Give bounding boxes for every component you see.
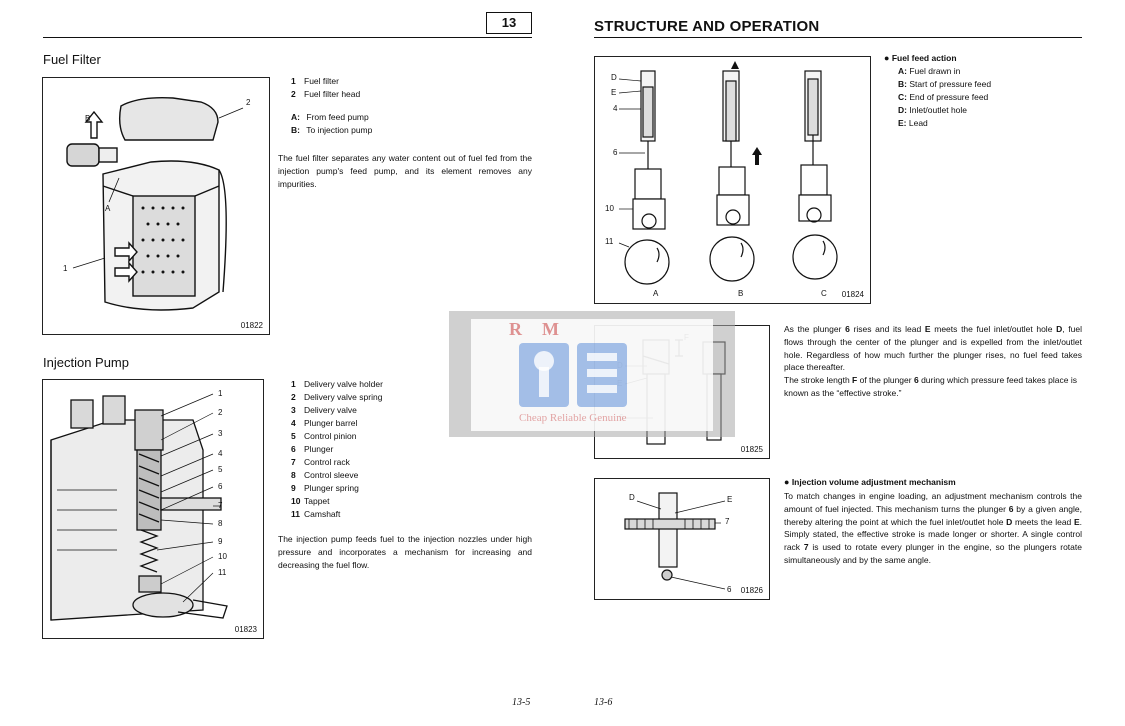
feed-callout-d: D [611, 73, 617, 82]
injection-pump-title: Injection Pump [43, 355, 129, 370]
fuel-filter-figure-code: 01822 [240, 321, 263, 330]
adjust-callout-e: E [727, 495, 733, 504]
volume-adjust-drawing [624, 492, 726, 590]
right-page-number: 13-6 [594, 697, 613, 708]
structure-operation-title: STRUCTURE AND OPERATION [594, 18, 820, 35]
fuel-filter-callout-a: A [105, 204, 111, 213]
feed-callout-11: 11 [605, 237, 614, 246]
effective-stroke-text: As the plunger 6 rises and its lead E me… [784, 324, 1082, 398]
fuel-filter-title: Fuel Filter [43, 52, 101, 67]
adjust-callout-6: 6 [727, 585, 732, 594]
injection-pump-figure-code: 01823 [234, 625, 257, 634]
volume-adjust-heading: ● Injection volume adjustment mechanism [784, 477, 956, 487]
feed-column-label-a: A [653, 289, 659, 298]
left-page-number: 13-5 [512, 697, 531, 708]
feed-callout-4: 4 [613, 104, 618, 113]
injection-pump-drawing [50, 393, 228, 621]
effective-stroke-figure-code: 01825 [740, 445, 763, 454]
injection-pump-description: The injection pump feeds fuel to the inj… [278, 534, 532, 570]
pump-callout: 7 [218, 501, 223, 510]
pump-callout: 11 [218, 568, 227, 577]
injection-pump-figure: 1 2 3 4 5 6 7 8 9 10 11 01823 [42, 379, 264, 639]
fuel-feed-item: C: End of pressure feed [898, 92, 989, 102]
feed-column-label-c: C [821, 289, 827, 298]
volume-adjust-text: To match changes in engine loading, an a… [784, 491, 1082, 565]
left-top-rule [43, 37, 532, 38]
feed-callout-6: 6 [613, 148, 618, 157]
watermark-overlay: RM Cheap Reliable Genuine [449, 311, 735, 437]
fuel-feed-legend: ● Fuel feed action A: Fuel drawn in B: S… [884, 52, 991, 130]
feed-callout-e: E [611, 88, 617, 97]
watermark-logo-text: RM [509, 319, 579, 339]
fuel-feed-item: B: Start of pressure feed [898, 79, 992, 89]
volume-adjust-figure: D E 7 6 01826 [594, 478, 770, 600]
volume-adjust-figure-code: 01826 [740, 586, 763, 595]
fuel-feed-figure: D E 4 6 10 11 A B C 01824 [594, 56, 871, 304]
fuel-filter-description: The fuel filter separates any water cont… [278, 153, 532, 189]
fuel-filter-callout-b: B [85, 114, 91, 123]
adjust-callout-d: D [629, 493, 635, 502]
fuel-filter-callout-1: 1 [63, 264, 68, 273]
pump-callout: 1 [218, 389, 223, 398]
pump-callout: 8 [218, 519, 223, 528]
feed-column-label-b: B [738, 289, 744, 298]
pump-callout: 5 [218, 465, 223, 474]
fuel-feed-item: A: Fuel drawn in [898, 66, 961, 76]
pump-callout: 2 [218, 408, 223, 417]
fuel-feed-heading: ● Fuel feed action [884, 53, 957, 63]
pump-callout: 6 [218, 482, 223, 491]
watermark-tagline: Cheap Reliable Genuine [519, 412, 627, 424]
flow-item: A: From feed pump [291, 112, 369, 122]
chapter-number-box: 13 [486, 12, 532, 34]
feed-callout-10: 10 [605, 204, 614, 213]
chapter-number: 13 [501, 15, 517, 30]
pump-callout: 9 [218, 537, 223, 546]
fuel-feed-figure-code: 01824 [841, 290, 864, 299]
fuel-filter-figure: B A 2 1 01822 [42, 77, 270, 335]
fuel-filter-drawing [66, 96, 244, 311]
watermark-logo-icon [519, 343, 627, 407]
pump-callout: 3 [218, 429, 223, 438]
fuel-feed-drawing [618, 61, 838, 285]
pump-callout: 4 [218, 449, 223, 458]
flow-item: B: To injection pump [291, 125, 373, 135]
right-top-rule [594, 37, 1082, 38]
pump-callout: 10 [218, 552, 227, 561]
adjust-callout-7: 7 [725, 517, 730, 526]
fuel-filter-callout-2: 2 [246, 98, 251, 107]
fuel-feed-item: E: Lead [898, 118, 928, 128]
fuel-feed-item: D: Inlet/outlet hole [898, 105, 968, 115]
